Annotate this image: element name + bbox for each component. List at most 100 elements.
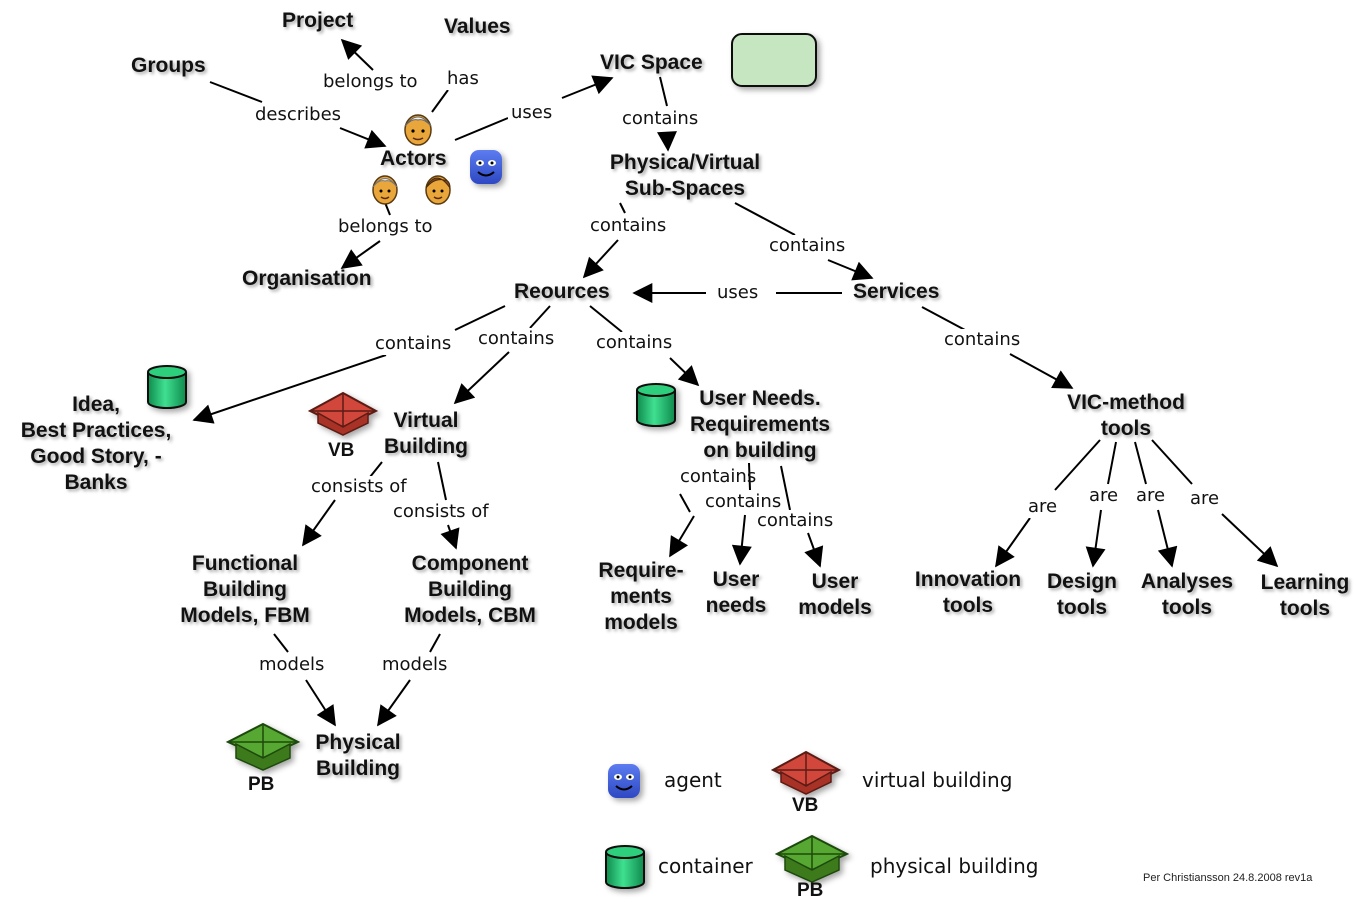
link-label-contains-idea: contains <box>372 333 455 355</box>
agent-icon <box>470 150 502 184</box>
node-line: Learning <box>1260 571 1350 594</box>
link-label-contains-vic-tools: contains <box>941 329 1024 351</box>
link-label-belongs-to-project: belongs to <box>320 71 421 93</box>
node-line: Requirements <box>689 413 831 436</box>
node-vic-space: VIC Space <box>600 51 703 74</box>
node-line: Models, FBM <box>180 604 310 627</box>
link-label-are-innovation: are <box>1025 496 1061 518</box>
legend-virtual-building-icon <box>770 750 842 795</box>
node-idea-banks: Idea, Best Practices, Good Story, - Bank… <box>8 392 184 496</box>
node-requirements-models: Require- ments models <box>590 558 692 636</box>
link-label-are-analyses: are <box>1133 485 1169 507</box>
legend-container-icon <box>605 845 645 889</box>
node-groups: Groups <box>131 54 206 77</box>
legend-agent-icon <box>608 764 640 798</box>
node-line: User <box>811 570 859 593</box>
node-user-needs-requirements: User Needs. Requirements on building <box>680 386 840 464</box>
legend-container-label: container <box>658 854 753 878</box>
link-label-has: has <box>444 68 482 90</box>
pb-tag: PB <box>248 774 274 795</box>
node-virtual-building: Virtual Building <box>378 408 474 460</box>
link-label-contains-services: contains <box>766 235 849 257</box>
container-icon <box>636 383 676 427</box>
node-values: Values <box>444 15 511 38</box>
vb-tag: VB <box>328 440 354 461</box>
legend-physical-building-icon <box>774 834 850 883</box>
node-line: tools <box>1161 596 1213 619</box>
legend-virtual-building-label: virtual building <box>862 768 1013 792</box>
node-line: Building <box>384 435 468 458</box>
legend-physical-building-label: physical building <box>870 854 1039 878</box>
node-actors: Actors <box>380 147 447 170</box>
container-icon <box>147 365 187 409</box>
node-line: Analyses <box>1140 570 1234 593</box>
link-label-are-design: are <box>1086 485 1122 507</box>
node-line: Require- <box>598 559 684 582</box>
node-line: models <box>604 611 678 634</box>
node-line: Component <box>411 552 529 575</box>
link-label-are-learning: are <box>1187 488 1223 510</box>
node-learning-tools: Learning tools <box>1252 570 1358 622</box>
link-label-models-fbm: models <box>256 654 328 676</box>
virtual-building-icon <box>307 391 379 436</box>
node-analyses-tools: Analyses tools <box>1134 569 1240 621</box>
node-line: Best Practices, <box>20 419 172 442</box>
connector-lines <box>192 38 1279 727</box>
node-line: needs <box>705 594 767 617</box>
link-label-contains-req: contains <box>680 466 757 487</box>
node-line: User Needs. <box>699 387 821 410</box>
link-label-uses-resources: uses <box>714 282 762 304</box>
link-label-contains-um: contains <box>754 510 837 532</box>
node-user-models: User models <box>792 569 878 621</box>
node-line: tools <box>1100 417 1152 440</box>
person-icon <box>404 114 432 146</box>
node-line: Idea, <box>72 393 120 416</box>
node-line: Building <box>428 578 512 601</box>
vic-space-box <box>731 33 817 87</box>
node-line: Design <box>1046 570 1117 593</box>
node-line: ments <box>610 585 672 608</box>
node-line: Sub-Spaces <box>624 177 746 200</box>
node-line: Physica/Virtual <box>609 151 761 174</box>
node-user-needs: User needs <box>698 567 774 619</box>
link-label-uses-space: uses <box>508 102 556 124</box>
node-line: Building <box>203 578 287 601</box>
node-services: Services <box>853 280 940 303</box>
node-line: tools <box>1279 597 1331 620</box>
link-label-models-cbm: models <box>379 654 451 676</box>
node-line: Physical <box>315 731 401 754</box>
node-line: tools <box>1056 596 1108 619</box>
link-label-contains-resources: contains <box>587 215 670 237</box>
node-line: tools <box>942 594 994 617</box>
link-label-describes: describes <box>252 104 345 126</box>
node-resources: Reources <box>514 280 610 303</box>
node-line: on building <box>703 439 817 462</box>
node-fbm: Functional Building Models, FBM <box>170 551 320 629</box>
node-line: VIC-method <box>1067 391 1185 414</box>
author-credit: Per Christiansson 24.8.2008 rev1a <box>1143 872 1313 884</box>
person-icon <box>425 175 451 205</box>
legend-vb-tag: VB <box>792 795 818 816</box>
node-sub-spaces: Physica/Virtual Sub-Spaces <box>602 150 768 202</box>
legend-agent-label: agent <box>664 768 722 792</box>
physical-building-icon <box>225 722 301 771</box>
node-line: Banks <box>64 471 128 494</box>
link-label-contains-subspaces: contains <box>619 108 702 130</box>
node-design-tools: Design tools <box>1040 569 1124 621</box>
node-line: models <box>798 596 872 619</box>
node-line: Good Story, - <box>30 445 162 468</box>
link-label-belongs-to-org: belongs to <box>335 216 436 238</box>
node-cbm: Component Building Models, CBM <box>392 551 548 629</box>
node-vic-method-tools: VIC-method tools <box>1058 390 1194 442</box>
node-line: Innovation <box>914 568 1022 591</box>
node-line: Functional <box>191 552 299 575</box>
person-icon <box>372 175 398 205</box>
node-innovation-tools: Innovation tools <box>906 567 1030 619</box>
node-project: Project <box>282 9 354 32</box>
link-label-contains-un: contains <box>705 491 782 512</box>
node-line: User <box>712 568 760 591</box>
legend-pb-tag: PB <box>797 880 823 900</box>
node-line: Virtual <box>393 409 459 432</box>
node-organisation: Organisation <box>242 267 372 290</box>
